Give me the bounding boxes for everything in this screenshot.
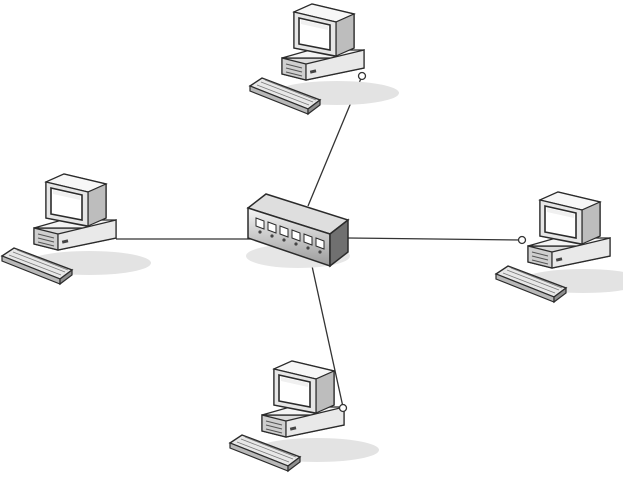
hub-ports <box>255 217 325 250</box>
connector-bottom <box>338 403 348 413</box>
computer-left <box>1 173 152 285</box>
connector-right <box>517 235 527 245</box>
link-hub-bottom <box>311 265 344 408</box>
computer-right <box>495 191 623 303</box>
connector-dots <box>338 71 527 413</box>
computer-top <box>249 3 400 115</box>
connector-top <box>357 71 367 81</box>
computer-bottom <box>229 360 380 472</box>
network-hub <box>246 193 350 268</box>
link-hub-right <box>347 237 523 241</box>
